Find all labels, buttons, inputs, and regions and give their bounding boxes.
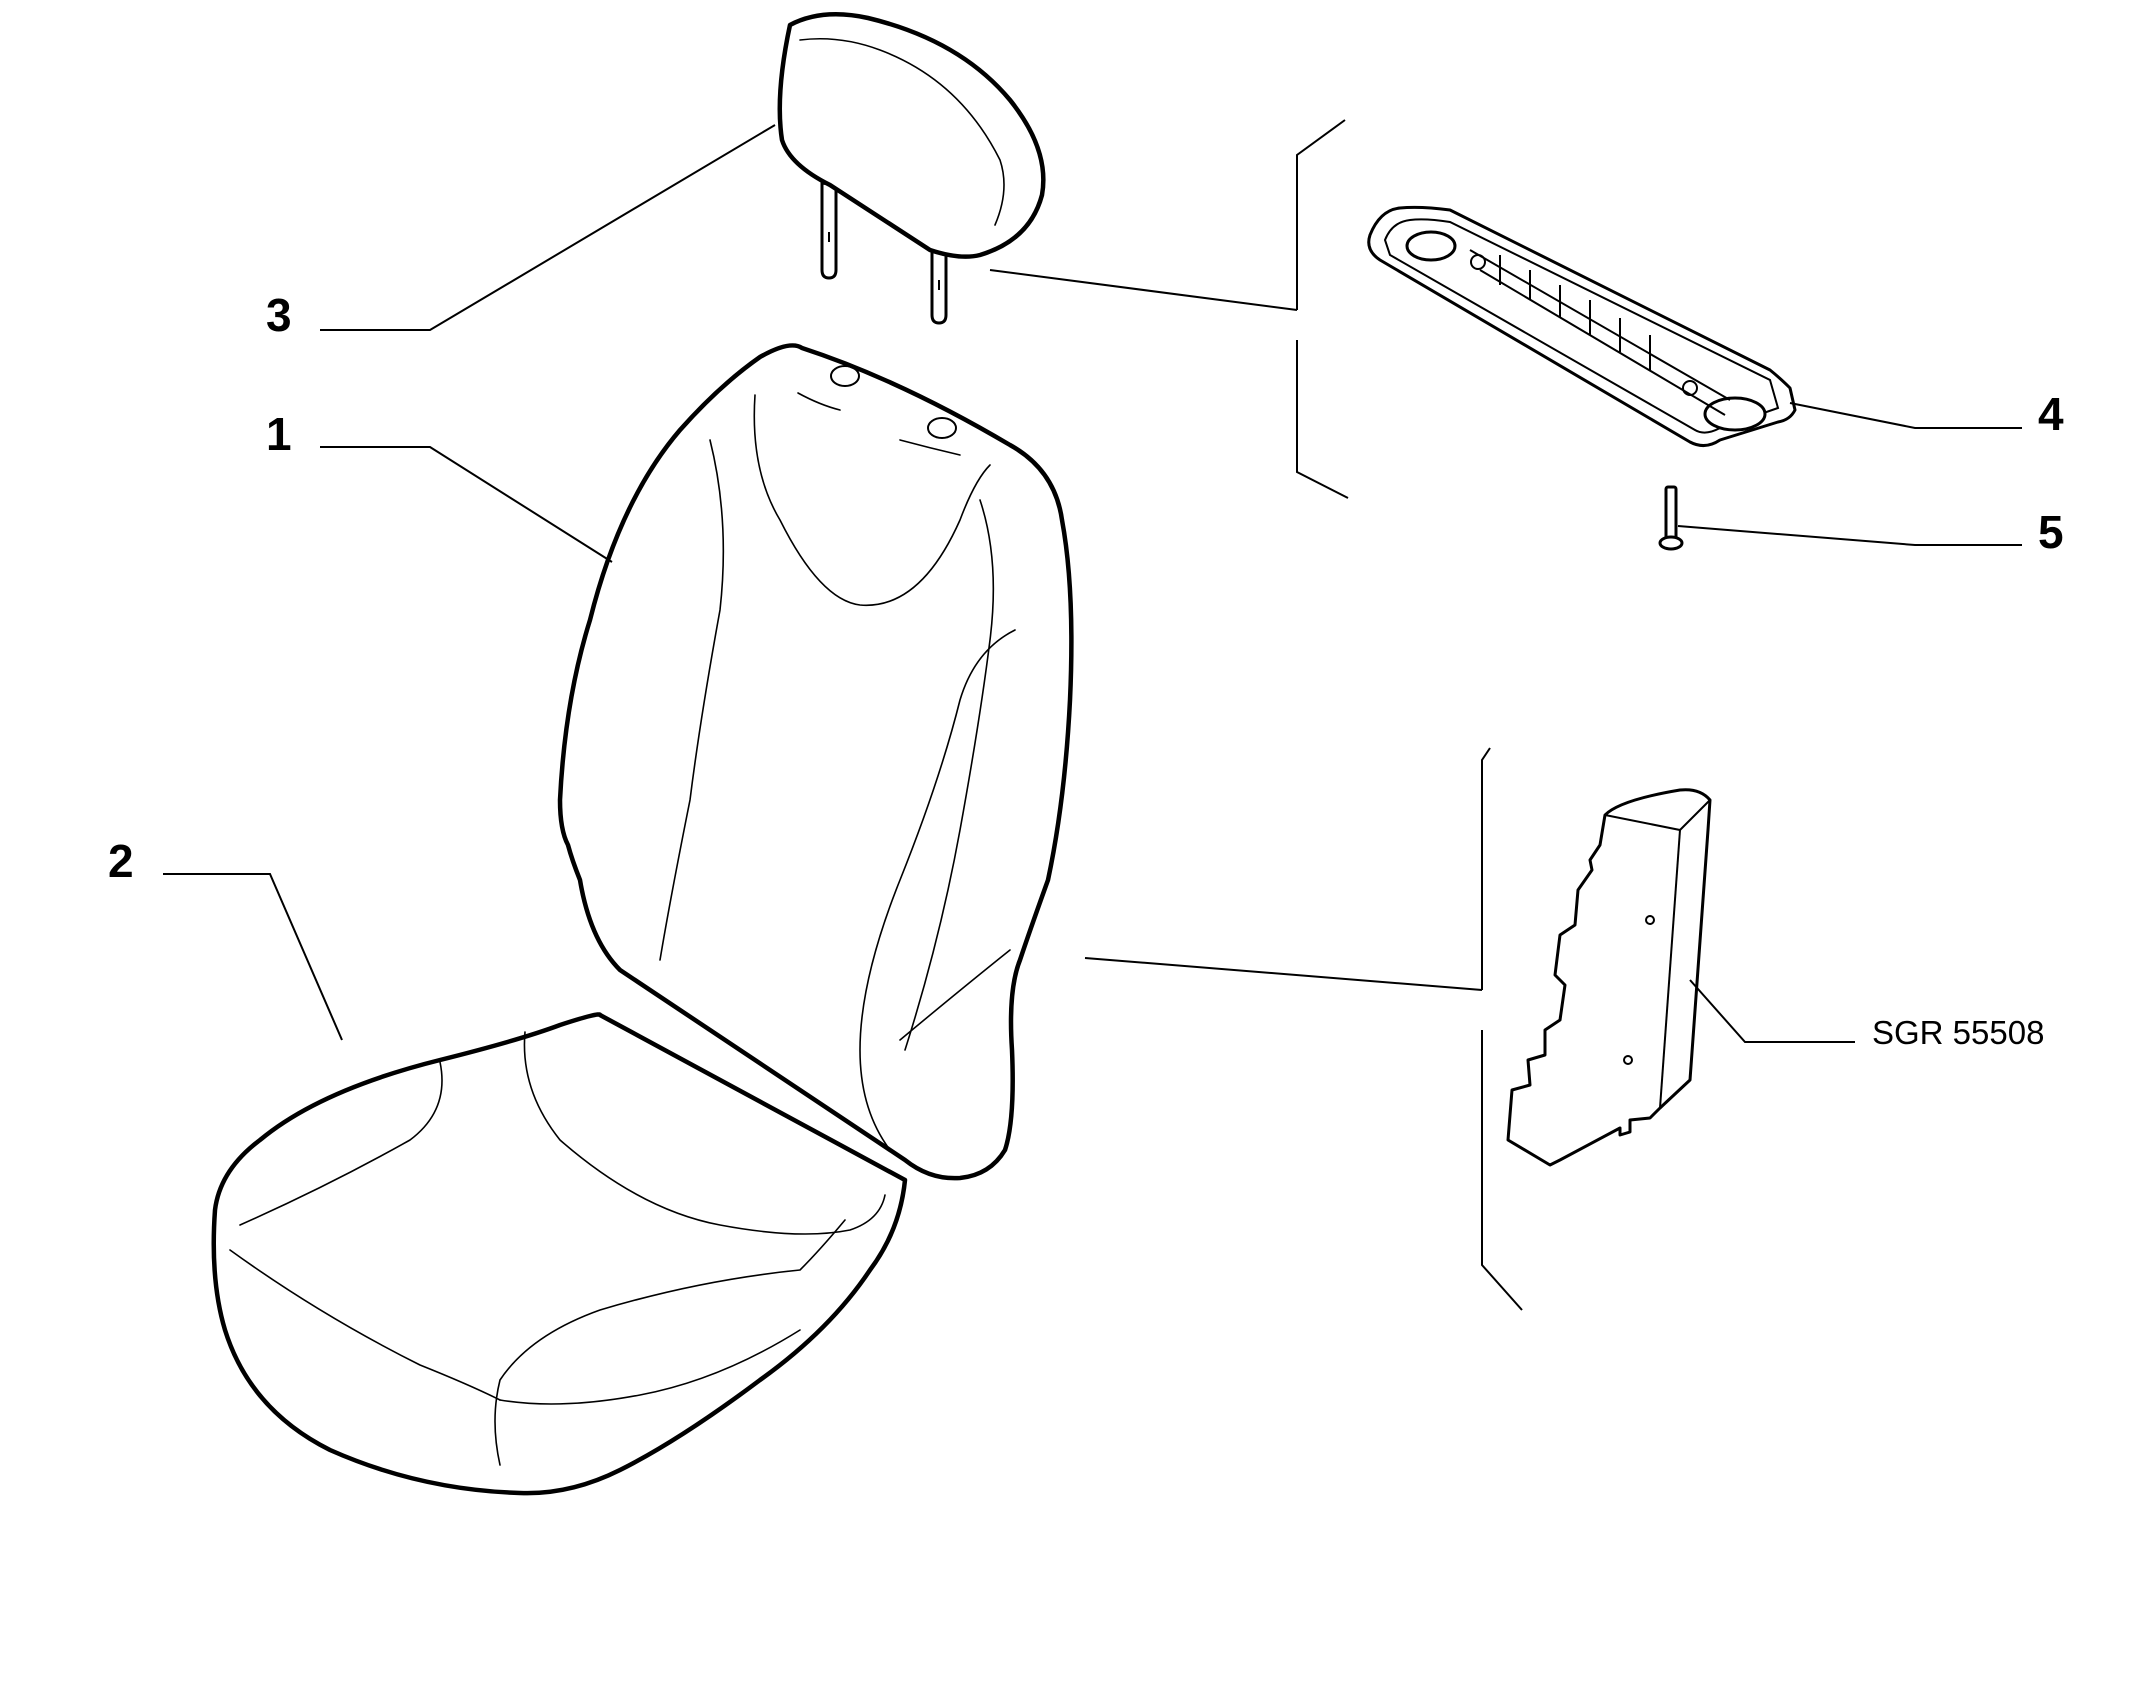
side-foam-block-part: [1506, 788, 1712, 1167]
seat-cushion-part: [211, 1012, 908, 1496]
leader-line-1: [320, 446, 613, 563]
guide-plate-part: [1367, 205, 1797, 447]
screw-part: [1658, 485, 1684, 551]
callout-3: 3: [266, 289, 292, 341]
callout-1: 1: [266, 408, 292, 460]
leader-line-ref: [1689, 979, 1855, 1043]
group-bracket-headrest: [1296, 119, 1349, 499]
reference-code: SGR 55508: [1872, 1014, 2044, 1051]
leader-line-4: [1789, 402, 2022, 429]
group-bracket-foam: [1481, 747, 1523, 1311]
callout-5: 5: [2038, 506, 2064, 558]
leader-line-foam-group: [1084, 957, 1483, 991]
leader-line-5: [1677, 525, 2022, 546]
leader-line-3: [320, 124, 776, 331]
callout-4: 4: [2038, 388, 2064, 440]
seat-back-part: [557, 343, 1074, 1181]
headrest-part: [777, 12, 1046, 325]
leader-line-2: [163, 873, 343, 1041]
callout-2: 2: [108, 835, 134, 887]
leader-line-headrest-group: [989, 269, 1298, 311]
